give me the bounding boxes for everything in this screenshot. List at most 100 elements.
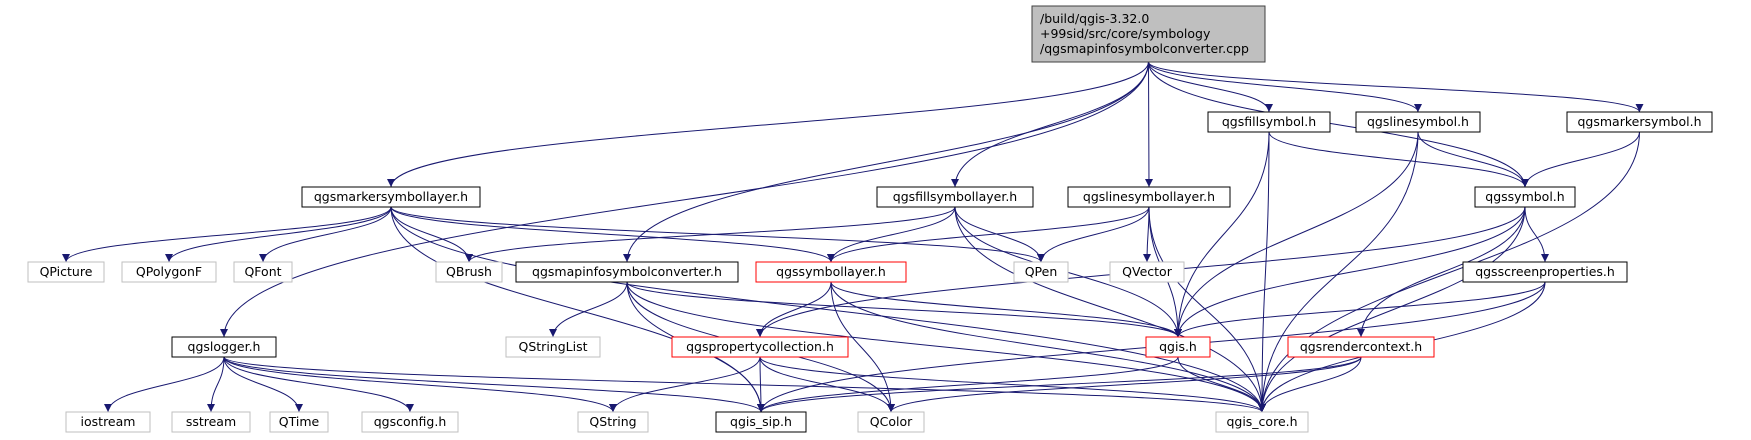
node-mapinfoconv-box <box>515 261 739 283</box>
node-mapinfoconv[interactable]: qgsmapinfosymbolconverter.h <box>515 261 739 283</box>
edge-qgis-to-sip <box>757 356 1179 413</box>
node-qgis[interactable]: qgis.h <box>1145 336 1211 358</box>
node-sip-label: qgis_sip.h <box>730 414 792 429</box>
node-root[interactable]: /build/qgis-3.32.0+99sid/src/core/symbol… <box>1031 5 1266 63</box>
node-markersymbollayer[interactable]: qgsmarkersymbollayer.h <box>301 186 481 208</box>
edge-logger-to-sstream <box>207 356 225 413</box>
edge-symbollayer-to-core <box>830 281 1266 413</box>
edge-symbol-to-qgis <box>1174 206 1526 338</box>
edge-symbollayer-to-propcoll <box>756 281 832 338</box>
edge-rendercontext-to-qcolor <box>887 356 1362 413</box>
node-mapinfoconv-label: qgsmapinfosymbolconverter.h <box>532 264 722 279</box>
node-markersymbollayer-label: qgsmarkersymbollayer.h <box>314 189 468 204</box>
node-symbollayer-box <box>755 261 907 283</box>
node-qfont-box <box>233 261 293 283</box>
edge-root-to-linesymbollayer <box>1144 61 1153 188</box>
edge-fillsymbollayer-to-symbollayer <box>827 206 956 263</box>
edge-propcoll-to-qcolor <box>759 356 895 413</box>
node-screenprops[interactable]: qgsscreenproperties.h <box>1462 261 1628 283</box>
edge-markersymbol-to-core <box>1258 131 1640 413</box>
edge-mapinfoconv-to-core <box>626 281 1266 413</box>
node-linesymbollayer-box <box>1067 186 1231 208</box>
node-markersymbol[interactable]: qgsmarkersymbol.h <box>1566 111 1713 133</box>
node-linesymbollayer[interactable]: qgslinesymbollayer.h <box>1067 186 1231 208</box>
node-qpen-box <box>1013 261 1069 283</box>
node-qpicture-label: QPicture <box>40 264 93 279</box>
node-sip[interactable]: qgis_sip.h <box>715 411 807 433</box>
node-logger-box <box>171 336 277 358</box>
node-qtime-box <box>269 411 329 433</box>
nodes-layer: /build/qgis-3.32.0+99sid/src/core/symbol… <box>27 5 1713 433</box>
node-qcolor-box <box>857 411 925 433</box>
edge-logger-to-iostream <box>104 356 225 413</box>
node-iostream: iostream <box>65 411 151 433</box>
edge-root-to-mapinfoconv <box>623 61 1149 263</box>
node-qtime-label: QTime <box>279 414 320 429</box>
edge-markersymbollayer-to-qbrush <box>390 206 473 263</box>
node-logger-label: qgslogger.h <box>188 339 261 354</box>
node-linesymbollayer-label: qgslinesymbollayer.h <box>1083 189 1215 204</box>
edge-fillsymbollayer-to-qbrush <box>465 206 956 263</box>
node-qgis-box <box>1145 336 1211 358</box>
edge-logger-to-core <box>223 356 1266 413</box>
edge-fillsymbol-to-symbol <box>1268 131 1529 188</box>
node-markersymbollayer-box <box>301 186 481 208</box>
node-qpicture-box <box>27 261 105 283</box>
edge-markersymbollayer-to-core <box>390 206 1266 413</box>
node-propcoll[interactable]: qgspropertycollection.h <box>671 336 849 358</box>
edge-rendercontext-to-sip <box>757 356 1362 413</box>
node-propcoll-label: qgspropertycollection.h <box>686 339 834 354</box>
edge-linesymbol-to-qgis <box>1174 131 1419 338</box>
node-screenprops-label: qgsscreenproperties.h <box>1475 264 1615 279</box>
edge-linesymbol-to-core <box>1258 131 1419 413</box>
node-qfont: QFont <box>233 261 293 283</box>
edge-fillsymbol-to-qgis <box>1174 131 1270 338</box>
edge-symbol-to-screenprops <box>1524 206 1549 263</box>
node-symbol[interactable]: qgssymbol.h <box>1474 186 1576 208</box>
node-symbollayer-label: qgssymbollayer.h <box>776 264 886 279</box>
node-qgis-label: qgis.h <box>1159 339 1197 354</box>
edge-markersymbollayer-to-qpolygonf <box>165 206 392 263</box>
node-qvector-box <box>1109 261 1185 283</box>
edge-root-to-linesymbol <box>1148 61 1422 113</box>
node-qstring: QString <box>577 411 649 433</box>
node-qgsconfig-label: qgsconfig.h <box>374 414 447 429</box>
node-iostream-box <box>65 411 151 433</box>
node-core: qgis_core.h <box>1215 411 1309 433</box>
edge-markersymbol-to-symbol <box>1521 131 1640 188</box>
node-qbrush: QBrush <box>435 261 503 283</box>
node-qstring-label: QString <box>589 414 636 429</box>
edge-fillsymbollayer-to-qpen <box>954 206 1045 263</box>
node-markersymbol-label: qgsmarkersymbol.h <box>1577 114 1701 129</box>
edge-linesymbol-to-symbol <box>1417 131 1529 188</box>
edge-markersymbollayer-to-qpicture <box>62 206 392 263</box>
edge-logger-to-qgsconfig <box>223 356 414 413</box>
node-qvector: QVector <box>1109 261 1185 283</box>
node-qpen: QPen <box>1013 261 1069 283</box>
edge-markersymbollayer-to-symbollayer <box>390 206 835 263</box>
node-linesymbol-label: qgslinesymbol.h <box>1367 114 1469 129</box>
edge-propcoll-to-qstring <box>609 356 761 413</box>
node-fillsymbol-label: qgsfillsymbol.h <box>1222 114 1316 129</box>
node-symbollayer[interactable]: qgssymbollayer.h <box>755 261 907 283</box>
node-linesymbol[interactable]: qgslinesymbol.h <box>1355 111 1481 133</box>
node-sstream-label: sstream <box>186 414 236 429</box>
node-fillsymbollayer[interactable]: qgsfillsymbollayer.h <box>876 186 1034 208</box>
edge-rendercontext-to-core <box>1258 356 1362 413</box>
node-qgsconfig-box <box>361 411 459 433</box>
edge-root-to-logger <box>220 61 1149 338</box>
node-rendercontext[interactable]: qgsrendercontext.h <box>1287 336 1435 358</box>
node-qpolygonf-label: QPolygonF <box>136 264 202 279</box>
edge-propcoll-to-core <box>759 356 1266 413</box>
node-sip-box <box>715 411 807 433</box>
node-fillsymbol[interactable]: qgsfillsymbol.h <box>1207 111 1331 133</box>
edge-mapinfoconv-to-qgis <box>626 281 1182 338</box>
node-qstringlist: QStringList <box>505 336 601 358</box>
node-logger[interactable]: qgslogger.h <box>171 336 277 358</box>
node-fillsymbollayer-label: qgsfillsymbollayer.h <box>893 189 1017 204</box>
edge-root-to-markersymbollayer <box>387 61 1149 188</box>
node-rendercontext-label: qgsrendercontext.h <box>1300 339 1422 354</box>
node-markersymbol-box <box>1566 111 1713 133</box>
node-qstringlist-label: QStringList <box>519 339 588 354</box>
edge-fillsymbol-to-core <box>1258 131 1270 413</box>
